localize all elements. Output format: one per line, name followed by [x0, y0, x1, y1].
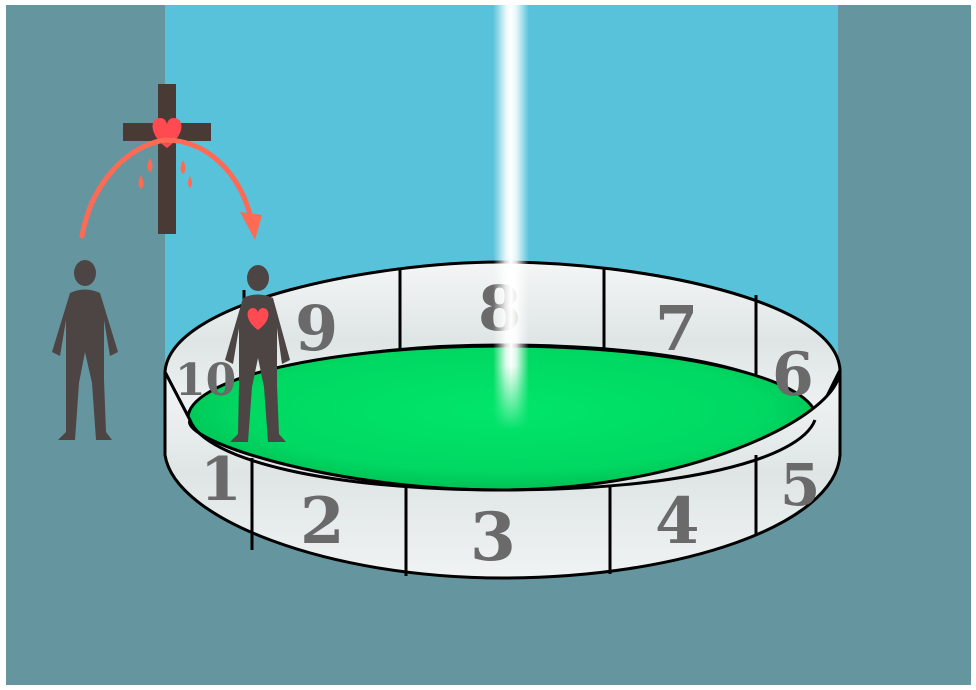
ring-number-3: 3 — [470, 498, 516, 576]
ring-number-5: 5 — [780, 451, 820, 519]
light-beam — [493, 5, 529, 430]
ring-number-4: 4 — [655, 484, 700, 559]
ring-number-6: 6 — [772, 340, 814, 410]
ring-number-7: 7 — [655, 292, 698, 365]
ring-number-1: 1 — [200, 445, 242, 515]
ring-number-2: 2 — [300, 484, 345, 559]
ring-number-9: 9 — [295, 292, 338, 365]
ring-number-10: 10 — [175, 355, 236, 406]
